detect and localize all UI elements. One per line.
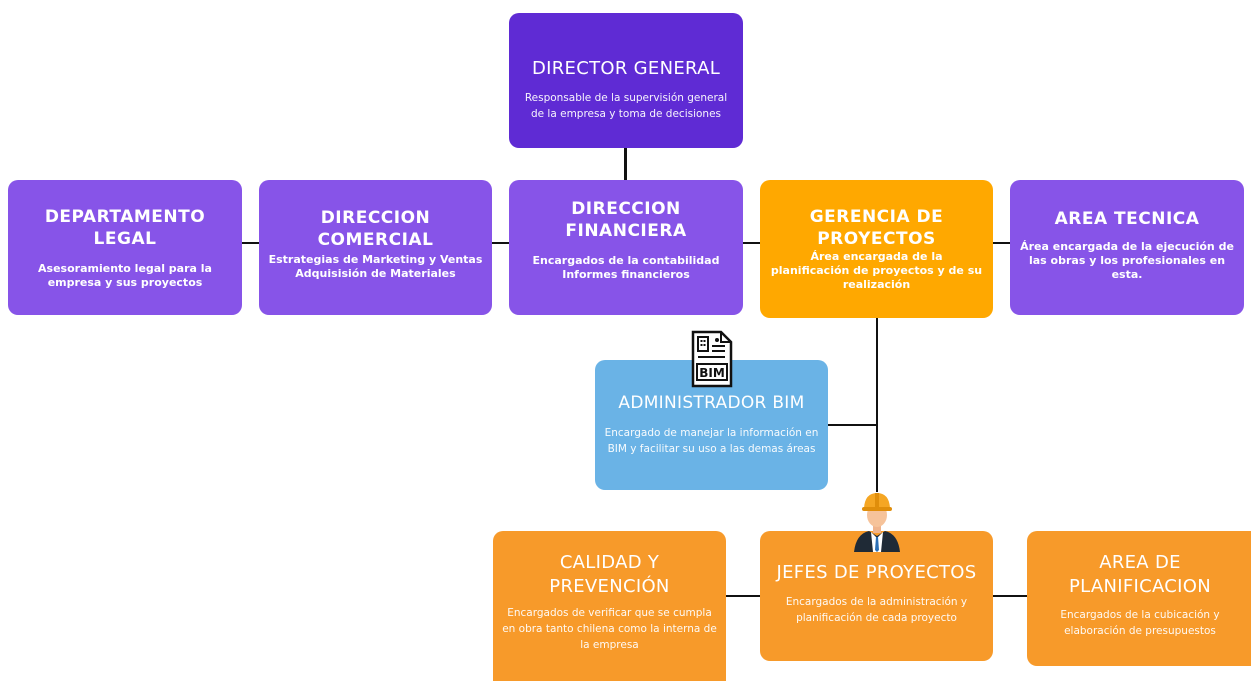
node-description: Área encargada de la planificación de pr… [770, 250, 983, 291]
node-description: Estrategias de Marketing y Ventas Adquis… [268, 253, 483, 280]
connector-calidad-jefes [726, 595, 760, 597]
connector-jefes-planificacion [993, 595, 1027, 597]
node-title: JEFES DE PROYECTOS [776, 562, 977, 583]
node-direccion-comercial: DIRECCION COMERCIAL Estrategias de Marke… [259, 180, 492, 315]
node-area-tecnica: AREA TECNICA Área encargada de la ejecuc… [1010, 180, 1244, 315]
node-description: Encargados de la administración y planif… [785, 596, 968, 624]
node-director-general: DIRECTOR GENERAL Responsable de la super… [509, 13, 743, 148]
node-description: Encargados de la contabilidad Informes f… [532, 254, 720, 281]
node-departamento-legal: DEPARTAMENTO LEGAL Asesoramiento legal p… [8, 180, 242, 315]
node-title: DIRECCION FINANCIERA [565, 199, 687, 241]
node-title: DIRECCION COMERCIAL [317, 208, 434, 250]
node-title: ADMINISTRADOR BIM [618, 393, 805, 413]
node-title: CALIDAD Y PREVENCIÓN [549, 552, 670, 597]
connector-director-to-row [624, 148, 627, 180]
connector-gerencia-to-jefes [876, 318, 878, 492]
node-description: Encargados de la cubicación y elaboració… [1060, 609, 1220, 637]
node-title: DEPARTAMENTO LEGAL [44, 207, 206, 249]
node-title: DIRECTOR GENERAL [531, 58, 721, 79]
node-title: AREA DE PLANIFICACION [1068, 552, 1212, 597]
node-description: Encargado de manejar la información en B… [604, 427, 819, 455]
node-description: Asesoramiento legal para la empresa y su… [38, 262, 212, 289]
node-jefes-proyectos: JEFES DE PROYECTOS Encargados de la admi… [760, 531, 993, 661]
node-description: Encargados de verificar que se cumpla en… [502, 607, 717, 651]
connector-bim [828, 424, 876, 426]
connector-financiera-gerencia [743, 242, 760, 244]
bim-icon-label: BIM [699, 366, 725, 380]
node-direccion-financiera: DIRECCION FINANCIERA Encargados de la co… [509, 180, 743, 315]
connector-gerencia-tecnica [993, 242, 1010, 244]
connector-comercial-financiera [492, 242, 509, 244]
node-description: Área encargada de la ejecución de las ob… [1020, 240, 1234, 281]
engineer-helmet-icon [854, 493, 900, 552]
node-description: Responsable de la supervisión general de… [524, 92, 728, 120]
node-gerencia-proyectos: GERENCIA DE PROYECTOS Área encargada de … [760, 180, 993, 318]
bim-document-icon: BIM [691, 330, 733, 388]
node-area-planificacion: AREA DE PLANIFICACION Encargados de la c… [1027, 531, 1251, 666]
node-title: AREA TECNICA [1054, 209, 1200, 229]
node-title: GERENCIA DE PROYECTOS [809, 207, 944, 249]
connector-legal-comercial [242, 242, 259, 244]
node-calidad-prevencion: CALIDAD Y PREVENCIÓN Encargados de verif… [493, 531, 726, 681]
